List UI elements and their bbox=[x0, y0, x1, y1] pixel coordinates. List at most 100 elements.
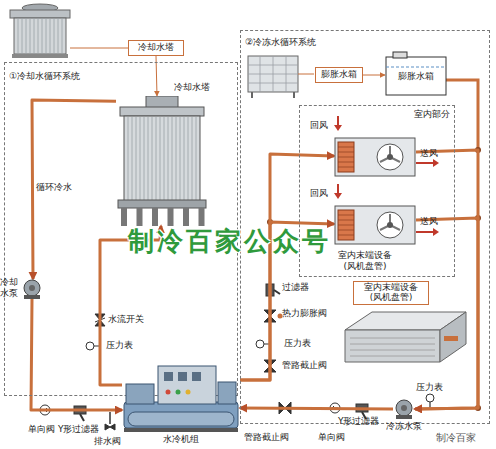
tower-photo bbox=[12, 54, 68, 58]
chiller-drawing bbox=[122, 362, 240, 432]
pump-drawing bbox=[396, 400, 412, 416]
node-text: 室内末端设备(风机盘管) bbox=[363, 282, 419, 302]
callout-box: 室内末端设备(风机盘管) bbox=[353, 281, 429, 305]
chiller-drawing bbox=[126, 384, 154, 404]
tower-drawing bbox=[124, 116, 200, 202]
valve-symbol bbox=[278, 314, 283, 319]
chiller-drawing bbox=[178, 372, 187, 381]
pump-drawing bbox=[401, 405, 407, 411]
node-text: ①冷却水循环系统 bbox=[9, 71, 149, 82]
part-label: 管路截止阀 bbox=[244, 432, 294, 443]
fan-coil-photo bbox=[345, 312, 466, 362]
expansion-tank: 膨胀水箱 bbox=[385, 51, 447, 96]
fan-coil-photo bbox=[345, 330, 440, 362]
fan-coil-drawing bbox=[338, 215, 354, 235]
part-label: 管路截止阀 bbox=[282, 360, 332, 371]
fan-coil-unit: 回风送风 bbox=[334, 202, 416, 246]
valve-symbol bbox=[109, 412, 111, 424]
pump-drawing bbox=[396, 415, 412, 419]
fan-coil-drawing bbox=[335, 206, 415, 244]
node-text: 回风 bbox=[310, 120, 332, 131]
tower-drawing bbox=[116, 96, 208, 226]
callout-box: 膨胀水箱 bbox=[315, 67, 363, 83]
gauge-symbol bbox=[256, 340, 264, 348]
tank-photo bbox=[248, 56, 298, 92]
chiller-drawing bbox=[218, 382, 236, 404]
node-text: ②冷冻水循环系统 bbox=[245, 37, 385, 48]
node-text: 室内部分 bbox=[390, 109, 450, 120]
gauge-symbol bbox=[86, 340, 434, 408]
pump: 冷却水泵 bbox=[21, 279, 43, 299]
part-label: Y形过滤器 bbox=[338, 416, 384, 427]
leader-line bbox=[70, 48, 128, 49]
chiller-drawing bbox=[166, 390, 171, 395]
fan-coil-drawing bbox=[334, 134, 416, 178]
part-label: 单向阀 bbox=[318, 432, 352, 443]
tower-photo bbox=[10, 10, 70, 18]
tower-drawing bbox=[183, 208, 189, 226]
part-label: Y形过滤器 bbox=[58, 424, 108, 435]
valve-symbol bbox=[95, 310, 291, 430]
tank-photo bbox=[248, 56, 298, 98]
chiller-drawing bbox=[158, 366, 216, 404]
fan-coil-drawing bbox=[338, 147, 354, 167]
tower-photo bbox=[18, 18, 62, 54]
y-filter-symbol bbox=[274, 290, 280, 294]
fan-coil-drawing bbox=[380, 146, 400, 162]
node-text: 冷冻水泵 bbox=[384, 421, 424, 432]
part-label: 过滤器 bbox=[282, 282, 322, 293]
water-pipe bbox=[240, 154, 334, 380]
pipe-label: 循环冷水 bbox=[36, 182, 76, 193]
fan-coil-drawing bbox=[387, 154, 393, 160]
node-text: 膨胀水箱 bbox=[316, 69, 362, 80]
chiller-drawing bbox=[164, 372, 173, 381]
airflow-arrow bbox=[337, 184, 339, 194]
fan-coil-drawing bbox=[335, 138, 415, 176]
node-text: 送风 bbox=[420, 148, 444, 159]
fan-coil-unit: 回风送风 bbox=[334, 134, 416, 178]
chiller-drawing bbox=[128, 412, 234, 426]
airflow-arrow bbox=[433, 228, 439, 236]
y-filter-symbol bbox=[74, 284, 368, 421]
pump-drawing bbox=[24, 295, 40, 299]
gauge-symbol bbox=[426, 394, 434, 402]
part-label: 水流开关 bbox=[108, 314, 158, 325]
fan-coil-photo bbox=[350, 338, 435, 356]
chiller-drawing bbox=[186, 390, 191, 395]
callout-box: 冷却水塔 bbox=[128, 40, 184, 56]
pump-drawing bbox=[29, 285, 35, 291]
tower-drawing bbox=[128, 117, 196, 201]
tower-photo bbox=[10, 4, 70, 58]
tower-drawing bbox=[199, 208, 205, 226]
water-pipe bbox=[415, 218, 478, 409]
chiller-drawing bbox=[192, 372, 201, 381]
part-label: 排水阀 bbox=[94, 436, 128, 447]
leader-arrow bbox=[363, 75, 385, 76]
node-text: 水冷机组 bbox=[122, 434, 240, 445]
fan-coil-drawing bbox=[387, 222, 393, 228]
watermark-small: 制冷百家 bbox=[436, 432, 492, 444]
tower-drawing bbox=[168, 208, 174, 226]
tower-drawing bbox=[120, 107, 204, 116]
chiller-unit: 水冷机组 bbox=[122, 362, 240, 432]
fan-coil-drawing bbox=[377, 212, 403, 238]
node-text: 冷却水塔 bbox=[174, 82, 224, 93]
y-filter-symbol bbox=[80, 414, 84, 421]
node-text: 回风 bbox=[310, 188, 332, 199]
tower-photo bbox=[14, 18, 66, 54]
pump-drawing bbox=[21, 279, 43, 299]
node-text: 冷却水泵 bbox=[0, 277, 19, 299]
water-pipe bbox=[240, 408, 393, 409]
tower-drawing bbox=[152, 208, 158, 226]
airflow-arrow bbox=[334, 193, 342, 199]
tower-drawing bbox=[121, 208, 127, 226]
tower-drawing bbox=[118, 200, 206, 208]
tank-photo bbox=[248, 56, 298, 92]
tank-photo bbox=[252, 92, 294, 98]
pipe bbox=[446, 80, 478, 150]
fan-coil-drawing bbox=[377, 144, 403, 170]
chiller-drawing bbox=[124, 428, 238, 432]
watermark: 制冷百家公众号 bbox=[128, 226, 368, 257]
